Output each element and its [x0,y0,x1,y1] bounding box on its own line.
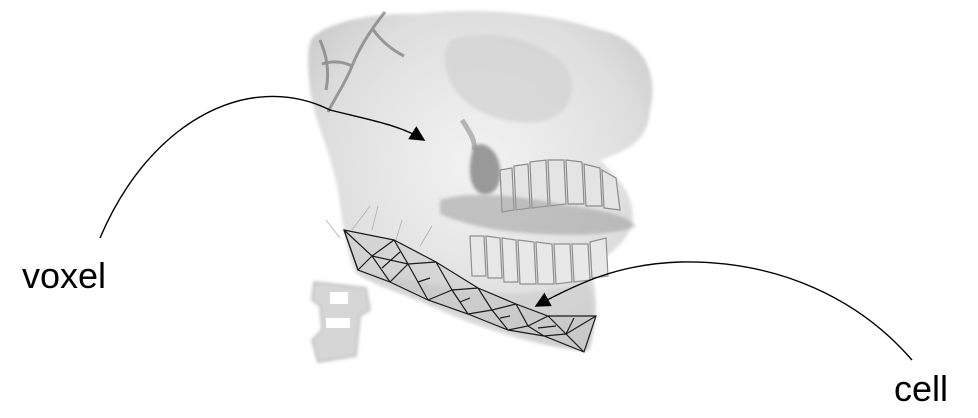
cell-label: cell [894,371,948,407]
voxel-label: voxel [22,258,106,294]
vertebra-fragment [312,282,370,362]
